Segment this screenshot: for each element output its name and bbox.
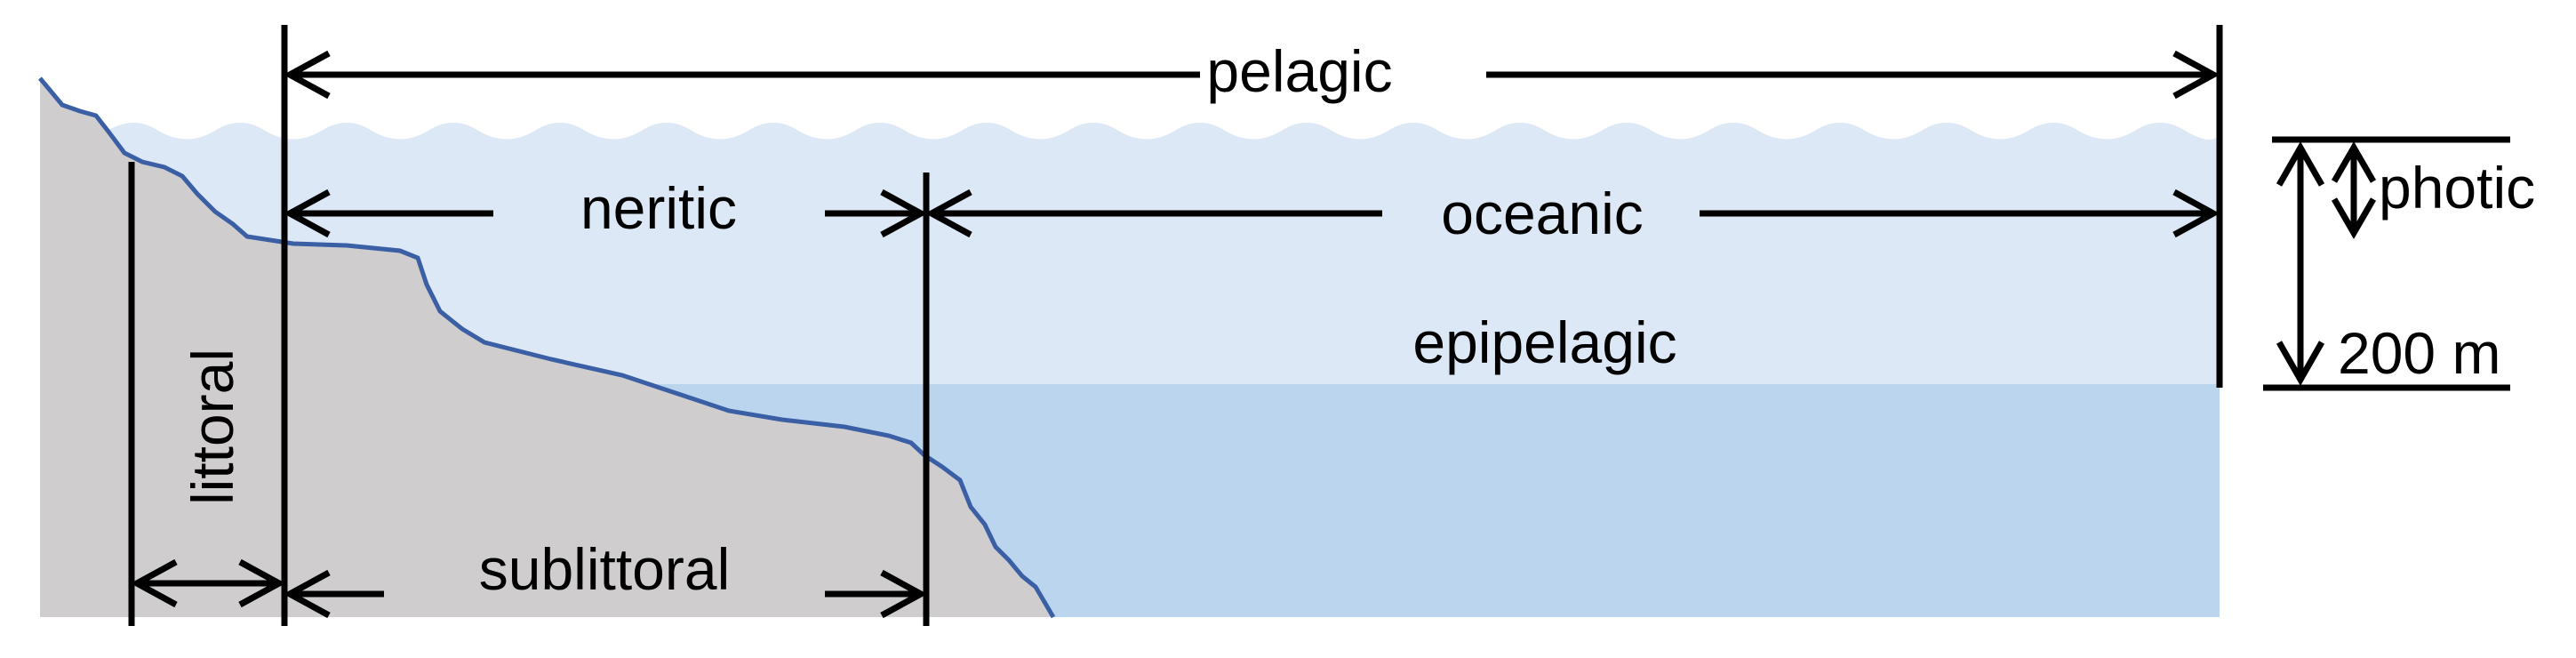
littoral-arrow <box>130 558 286 608</box>
epipelagic-water <box>107 123 2220 384</box>
photic-arrow <box>2331 141 2377 239</box>
littoral-label: littoral <box>180 349 245 505</box>
neritic-label: neritic <box>580 175 737 241</box>
neritic-arrow <box>283 189 928 238</box>
pelagic-arrow <box>283 50 2220 100</box>
epipelagic-label: epipelagic <box>1412 309 1676 375</box>
sublittoral-arrow <box>283 569 928 619</box>
oceanic-label: oceanic <box>1441 181 1644 246</box>
photic-label: photic <box>2379 155 2535 221</box>
sublittoral-label: sublittoral <box>479 536 730 602</box>
coastline <box>38 76 1056 619</box>
depth-200m-label: 200 m <box>2338 320 2500 386</box>
seabed <box>40 78 1053 617</box>
pelagic-label: pelagic <box>1206 38 1392 104</box>
oceanic-arrow <box>924 189 2220 238</box>
depth-200m-arrow <box>2276 140 2325 387</box>
